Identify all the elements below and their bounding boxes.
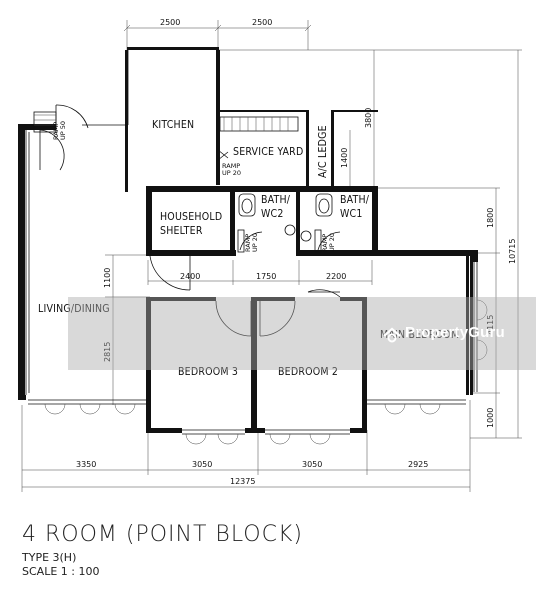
label-master-bedroom: MAIN BEDROOM: [380, 329, 459, 341]
dim-1000: 1000: [486, 408, 495, 428]
dim-1100: 1100: [103, 268, 112, 288]
label-ac-ledge: A/C LEDGE: [317, 125, 329, 178]
windows-doors: [25, 50, 488, 445]
dim-top-left: 2500: [160, 18, 180, 27]
dim-3050-a: 3050: [192, 460, 212, 469]
dim-2200: 2200: [326, 272, 346, 281]
propertyguru-logo-icon: [383, 327, 401, 343]
label-bedroom-2: BEDROOM 2: [278, 366, 338, 378]
floor-plan: KITCHEN SERVICE YARD A/C LEDGE HOUSEHOLD…: [18, 18, 522, 492]
label-household-shelter-2: SHELTER: [160, 225, 203, 237]
label-bath-wc2: BATH/: [261, 194, 291, 206]
room-labels: KITCHEN SERVICE YARD A/C LEDGE HOUSEHOLD…: [38, 119, 459, 378]
label-kitchen: KITCHEN: [152, 119, 194, 131]
dim-1800: 1800: [486, 208, 495, 228]
dimension-labels: 2500 2500 3800 1400 1800 10715 4115 1000…: [76, 18, 517, 486]
ramp-wc1-label: RAMPUP 20: [321, 233, 336, 252]
plan-scale: SCALE 1 : 100: [22, 565, 100, 578]
plan-type: TYPE 3(H): [22, 551, 77, 564]
dim-3350: 3350: [76, 460, 96, 469]
dimension-lines: [21, 20, 522, 492]
walls: [18, 47, 478, 433]
ramp-wc2-label: RAMPUP 20: [244, 233, 259, 252]
dim-2400: 2400: [180, 272, 200, 281]
watermark-band: [68, 297, 536, 370]
dim-1750: 1750: [256, 272, 276, 281]
dim-10715: 10715: [508, 239, 517, 264]
label-living-dining: LIVING/DINING: [38, 303, 110, 315]
label-bedroom-3: BEDROOM 3: [178, 366, 238, 378]
dim-2815: 2815: [103, 342, 112, 362]
dim-total: 12375: [230, 477, 255, 486]
dim-4115: 4115: [486, 315, 495, 335]
title-block: 4 ROOM (POINT BLOCK) TYPE 3(H) SCALE 1 :…: [22, 522, 303, 579]
dim-1400: 1400: [340, 148, 349, 168]
plan-title: 4 ROOM (POINT BLOCK): [22, 522, 303, 547]
label-bath-wc1: BATH/: [340, 194, 370, 206]
dim-2925: 2925: [408, 460, 428, 469]
dim-3800: 3800: [364, 108, 373, 128]
dim-top-right: 2500: [252, 18, 272, 27]
ramp-up-50-label: RAMPUP 50: [52, 121, 67, 140]
label-bath-wc1-2: WC1: [340, 208, 363, 220]
label-bath-wc2-2: WC2: [261, 208, 284, 220]
label-household-shelter: HOUSEHOLD: [160, 211, 222, 223]
dim-3050-b: 3050: [302, 460, 322, 469]
watermark-text: PropertyGuru: [405, 324, 505, 341]
label-service-yard: SERVICE YARD: [233, 146, 303, 158]
